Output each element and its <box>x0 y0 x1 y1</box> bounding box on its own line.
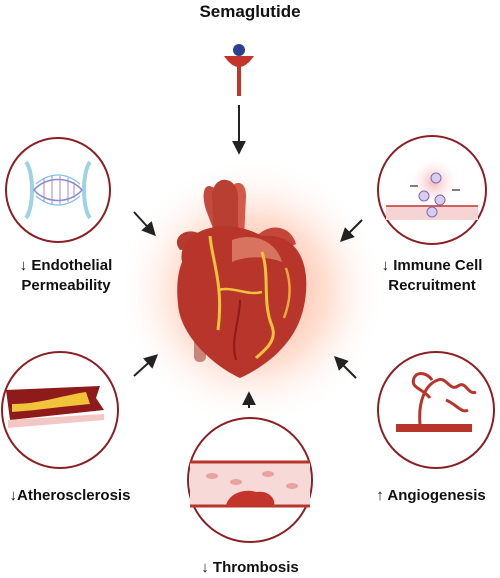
immune-label: ↓ Immune Cell Recruitment <box>364 256 500 296</box>
endothelial-label: ↓ Endothelial Permeability <box>2 256 130 296</box>
arrow-immune <box>340 219 363 242</box>
angiogenesis-panel <box>377 351 495 469</box>
thrombosis-label: ↓ Thrombosis <box>201 559 299 576</box>
arrow-angiogenesis <box>334 356 357 379</box>
angiogenesis-label: ↑ Angiogenesis <box>376 487 486 504</box>
immune-label-line2: Recruitment <box>388 277 476 294</box>
diagram-title: Semaglutide <box>199 2 301 21</box>
atherosclerosis-panel <box>1 351 119 469</box>
drug-molecule-icon <box>233 44 245 56</box>
thrombosis-panel <box>187 417 313 543</box>
arrow-atherosclerosis <box>133 354 159 377</box>
receptor-icon <box>224 44 254 96</box>
immune-cell-panel <box>377 135 487 245</box>
endothelial-panel <box>5 137 111 243</box>
immune-label-line1: ↓ Immune Cell <box>381 257 483 274</box>
heart-icon <box>176 179 307 378</box>
endothelial-label-line1: ↓ Endothelial <box>19 257 113 274</box>
endothelial-label-line2: Permeability <box>21 277 111 294</box>
arrow-endothelial <box>133 211 156 237</box>
atherosclerosis-label: ↓Atherosclerosis <box>9 487 131 504</box>
